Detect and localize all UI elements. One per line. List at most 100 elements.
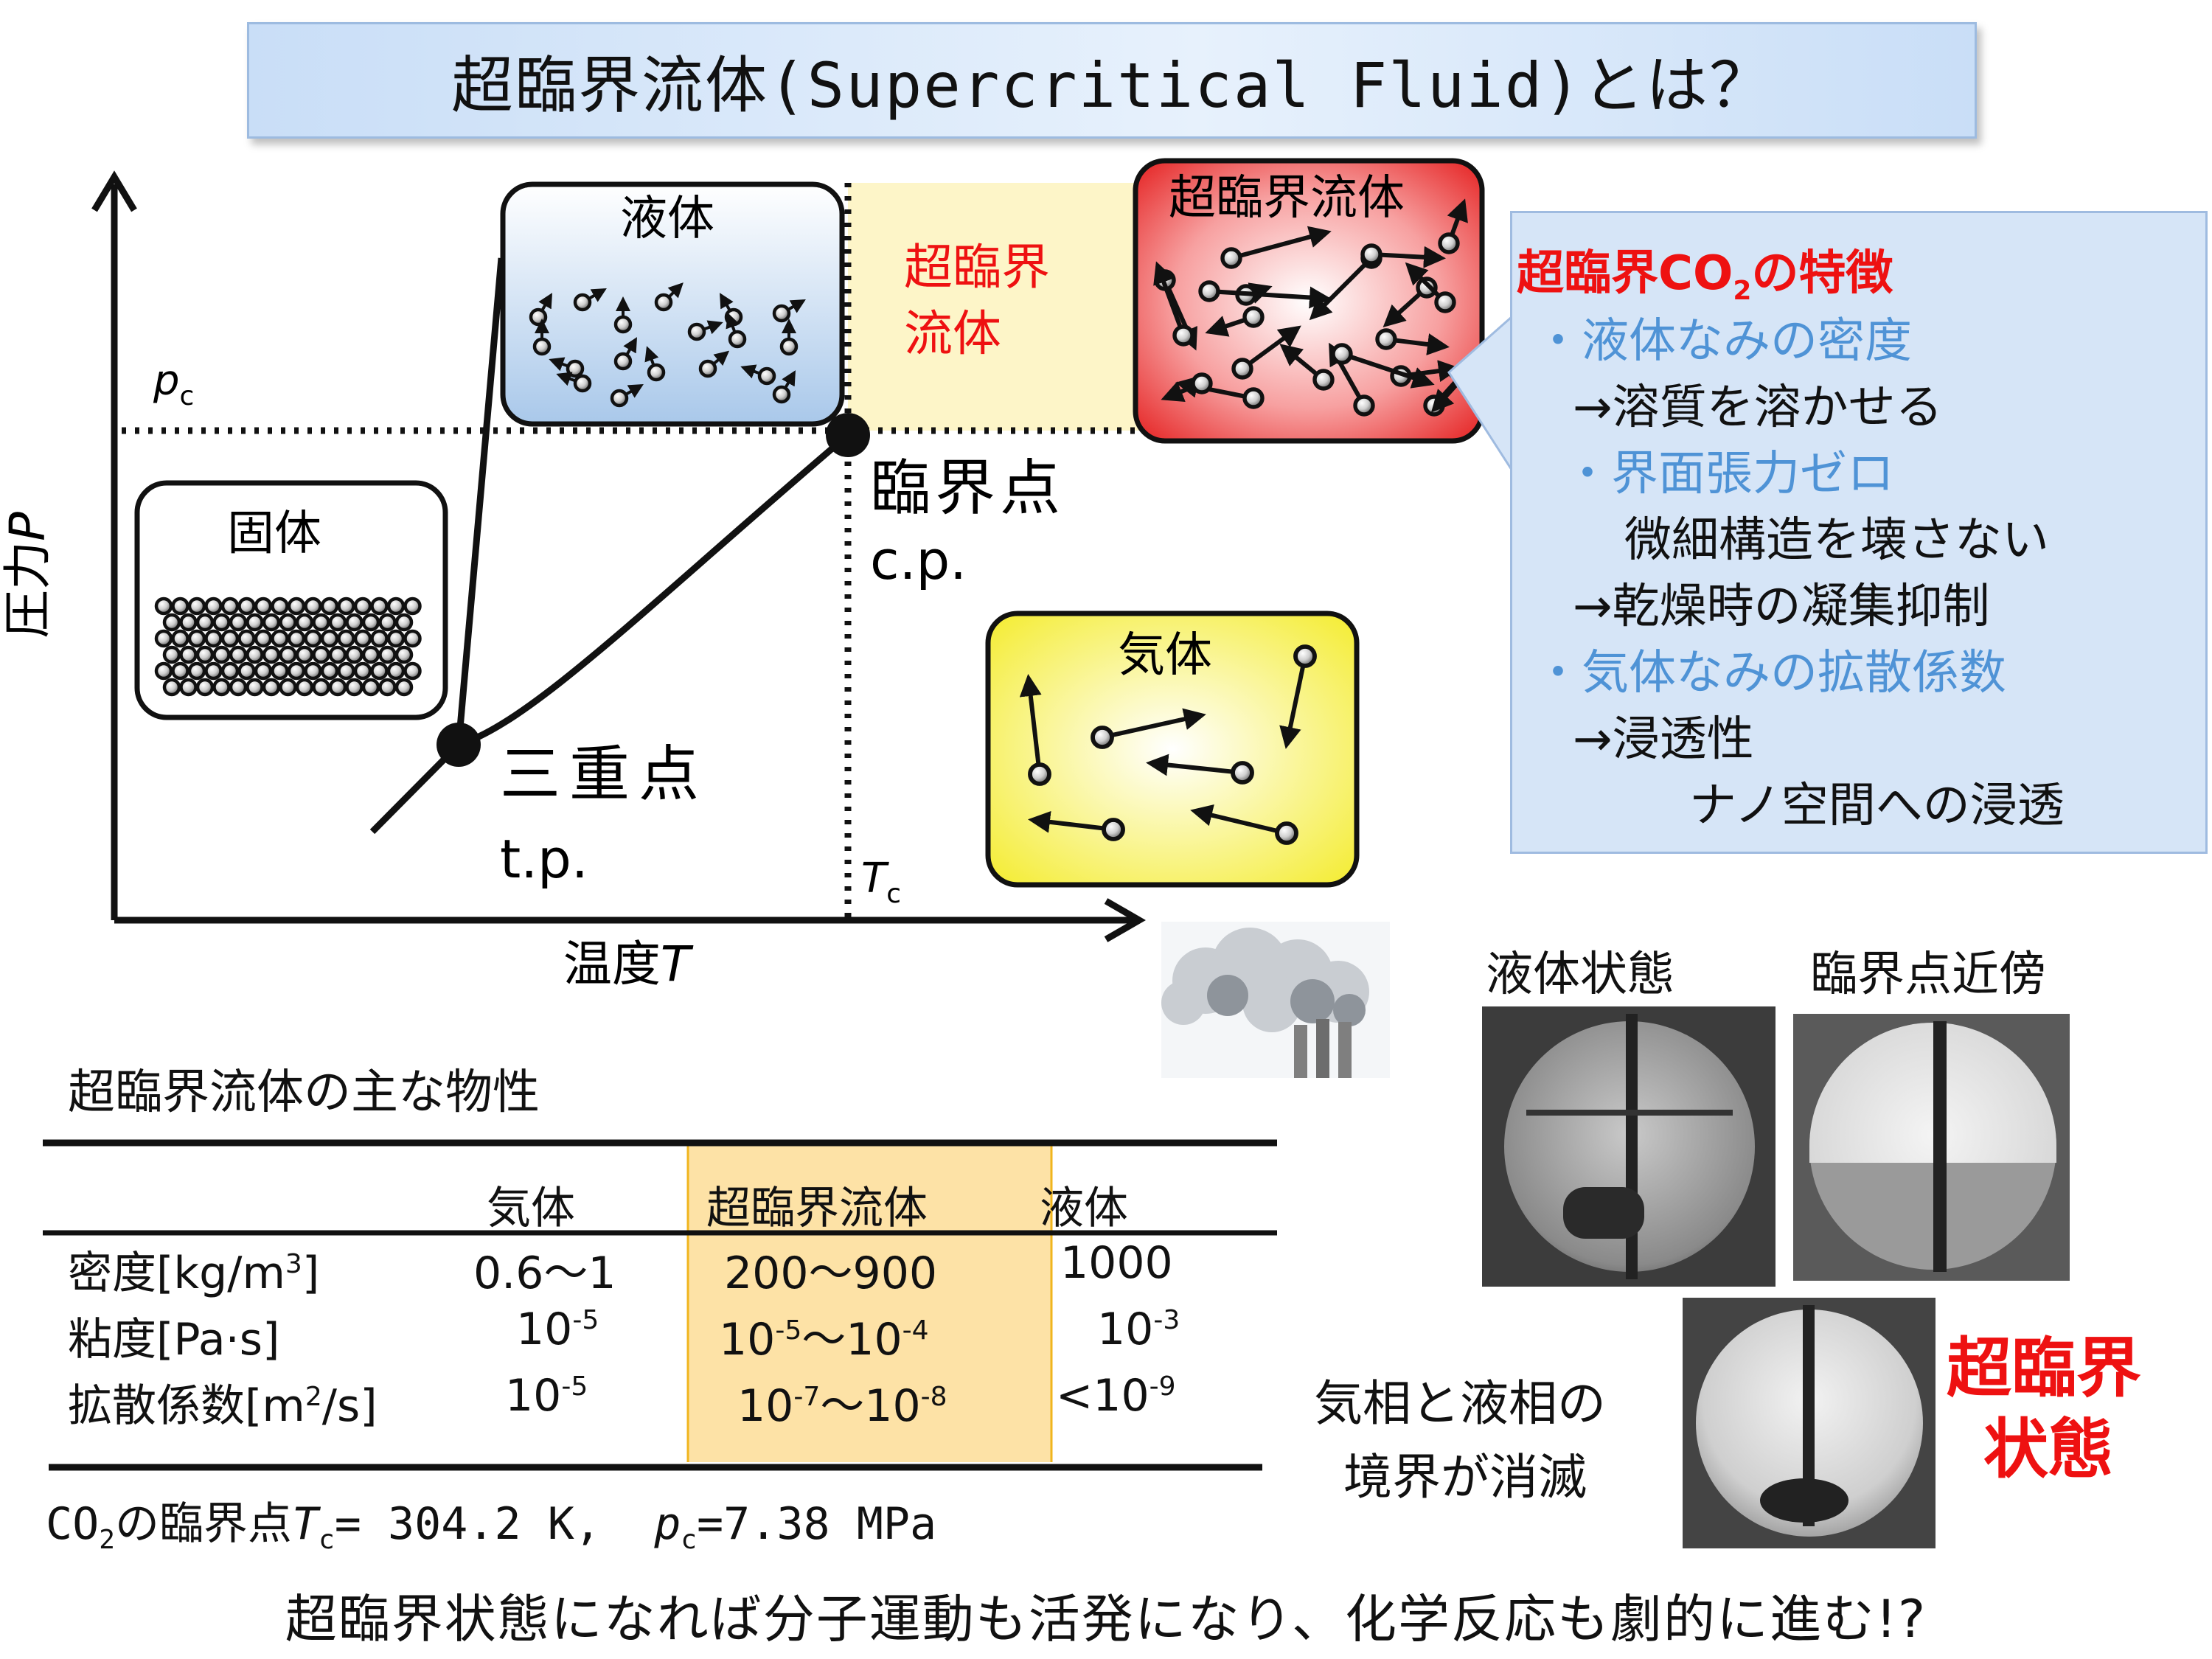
- solid-molecule: [187, 629, 206, 648]
- solid-molecule: [237, 661, 256, 681]
- solid-molecule: [254, 661, 273, 681]
- solid-molecule: [237, 629, 256, 648]
- solid-molecule: [179, 678, 198, 697]
- co2-critical-point-note: CO2の臨界点Tc= 304.2 K, pc=7.38 MPa: [46, 1498, 937, 1555]
- gas-velocity-arrow: [1190, 804, 1287, 835]
- solid-molecule: [328, 613, 347, 632]
- solid-molecule: [212, 645, 231, 664]
- liquid-molecule: [532, 337, 552, 356]
- solid-molecule: [271, 597, 289, 616]
- liquid-molecule: [779, 337, 799, 356]
- gas-molecule: [1091, 726, 1114, 749]
- scf-velocity-arrow: [1371, 246, 1446, 268]
- solid-molecule: [394, 645, 414, 664]
- solid-molecule: [179, 613, 198, 632]
- liquid-molecule: [566, 359, 585, 378]
- liquid-molecules: [529, 282, 806, 408]
- solid-molecule: [378, 678, 397, 697]
- feature-item: →浸透性: [1573, 712, 1754, 767]
- gas-molecule: [1102, 818, 1125, 841]
- solid-molecule: [246, 678, 264, 697]
- solid-label: 固体: [227, 507, 321, 561]
- solid-molecule: [353, 629, 372, 648]
- scf-molecule: [1191, 372, 1213, 394]
- photo-caption-2: 境界が消滅: [1343, 1449, 1587, 1506]
- properties-table-title: 超臨界流体の主な物性: [68, 1065, 540, 1120]
- liquid-box: [500, 181, 845, 427]
- solid-molecule: [229, 645, 248, 664]
- scf-molecule: [1231, 358, 1253, 380]
- gas-label: 気体: [1118, 628, 1212, 683]
- solid-molecule: [229, 613, 248, 632]
- solid-molecule: [361, 678, 380, 697]
- scf-molecule: [1360, 243, 1382, 265]
- solid-molecule: [304, 629, 322, 648]
- solid-molecule: [220, 629, 240, 648]
- solid-molecule: [337, 661, 355, 681]
- solid-molecule: [171, 629, 189, 648]
- solid-molecule: [279, 645, 297, 664]
- solid-molecule: [345, 678, 364, 697]
- liquid-molecule: [573, 293, 592, 312]
- solid-molecule: [304, 661, 322, 681]
- gas-box: [985, 611, 1360, 888]
- solid-molecule: [195, 645, 215, 664]
- table-cell-viscosity-gas: 10-5: [516, 1304, 599, 1355]
- solid-molecule: [279, 613, 297, 632]
- scf-molecule: [1172, 324, 1194, 347]
- solid-molecule: [386, 597, 406, 616]
- solid-molecule: [328, 678, 347, 697]
- solid-molecule: [154, 597, 173, 616]
- solid-molecule: [212, 613, 231, 632]
- scf-box-label: 超臨界流体: [1169, 171, 1405, 226]
- solid-molecule: [295, 678, 314, 697]
- solid-molecule: [271, 661, 289, 681]
- table-row-density-name: 密度[kg/m3]: [68, 1248, 320, 1299]
- gas-molecule: [1293, 644, 1317, 668]
- liquid-molecule: [772, 385, 791, 404]
- solid-molecule: [394, 678, 414, 697]
- solid-molecule: [254, 629, 273, 648]
- pc-label: pc: [153, 357, 194, 411]
- critical-point-label: 臨界点: [870, 453, 1065, 524]
- smokestack-image: [1161, 922, 1390, 1078]
- liquid-molecule: [647, 363, 666, 382]
- table-header-scf: 超臨界流体: [706, 1183, 928, 1234]
- liquid-label: 液体: [620, 192, 714, 246]
- table-row-diffusion-name: 拡散係数[m2/s]: [68, 1380, 378, 1432]
- table-header-gas: 気体: [487, 1183, 575, 1234]
- solid-molecule: [370, 661, 389, 681]
- supercritical-state-label-1: 超臨界: [1947, 1330, 2142, 1406]
- solid-molecule: [187, 661, 206, 681]
- scf-molecule: [1331, 343, 1353, 365]
- solid-molecule: [262, 678, 281, 697]
- table-header-liquid: 液体: [1040, 1183, 1128, 1234]
- solid-molecule: [295, 645, 314, 664]
- scf-region: [848, 183, 1172, 431]
- photo-liquid-state: [1482, 1006, 1775, 1287]
- table-cell-viscosity-liquid: 10-3: [1097, 1304, 1180, 1355]
- critical-point-marker: [826, 413, 870, 457]
- photo-caption-1: 気相と液相の: [1314, 1375, 1606, 1432]
- solid-molecule: [378, 613, 397, 632]
- solid-molecule: [312, 645, 330, 664]
- scf-molecule: [1353, 394, 1375, 417]
- critical-point-abbr: c.p.: [870, 529, 967, 591]
- scf-velocity-arrow: [1153, 261, 1186, 337]
- solid-molecule: [337, 597, 355, 616]
- solid-molecule: [370, 629, 389, 648]
- gas-velocity-arrow: [1279, 655, 1307, 749]
- solid-molecule: [386, 629, 406, 648]
- table-cell-viscosity-scf: 10-5～10-4: [719, 1314, 929, 1366]
- solid-molecule: [361, 645, 380, 664]
- page-title: 超臨界流体(Supercritical Fluid)とは？: [451, 49, 1773, 122]
- scf-molecule: [1220, 247, 1242, 269]
- solid-molecule: [394, 613, 414, 632]
- solid-molecule: [171, 597, 189, 616]
- liquid-state-label: 液体状態: [1486, 947, 1674, 1002]
- feature-item: ・気体なみの拡散係数: [1534, 646, 2006, 700]
- scf-molecule: [1242, 387, 1265, 409]
- solid-molecule: [162, 678, 181, 697]
- scf-molecules: [1153, 198, 1482, 417]
